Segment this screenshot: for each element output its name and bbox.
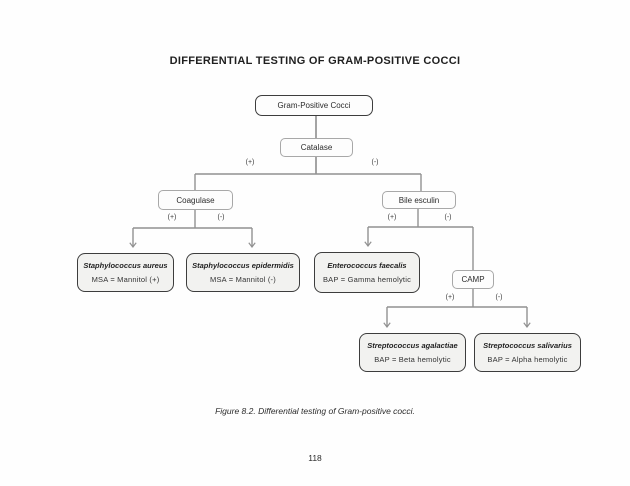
- organism-detail: BAP = Beta hemolytic: [374, 355, 451, 364]
- result-streptococcus-agalactiae: Streptococcus agalactiae BAP = Beta hemo…: [359, 333, 466, 372]
- result-staphylococcus-aureus: Staphylococcus aureus MSA = Mannitol (+): [77, 253, 174, 292]
- organism-name: Staphylococcus epidermidis: [192, 261, 294, 270]
- node-catalase: Catalase: [280, 138, 353, 157]
- branch-label-catalase-negative: (-): [371, 159, 379, 166]
- organism-detail: MSA = Mannitol (+): [91, 275, 160, 284]
- branch-label-bile-esculin-positive: (+): [387, 214, 397, 221]
- result-enterococcus-faecalis: Enterococcus faecalis BAP = Gamma hemoly…: [314, 252, 420, 293]
- organism-name: Streptococcus agalactiae: [367, 341, 458, 350]
- node-camp: CAMP: [452, 270, 494, 289]
- branch-label-bile-esculin-negative: (-): [444, 214, 452, 221]
- branch-label-coagulase-positive: (+): [167, 214, 177, 221]
- node-bile-esculin: Bile esculin: [382, 191, 456, 209]
- node-coagulase: Coagulase: [158, 190, 233, 210]
- organism-name: Streptococcus salivarius: [483, 341, 572, 350]
- organism-name: Staphylococcus aureus: [83, 261, 168, 270]
- organism-detail: BAP = Gamma hemolytic: [322, 275, 412, 284]
- organism-detail: MSA = Mannitol (-): [210, 275, 276, 284]
- branch-label-camp-positive: (+): [445, 294, 455, 301]
- page-number: 118: [308, 453, 322, 463]
- branch-label-camp-negative: (-): [495, 294, 503, 301]
- figure-caption: Figure 8.2. Differential testing of Gram…: [215, 406, 415, 416]
- page-title: DIFFERENTIAL TESTING OF GRAM-POSITIVE CO…: [169, 55, 461, 67]
- result-streptococcus-salivarius: Streptococcus salivarius BAP = Alpha hem…: [474, 333, 581, 372]
- organism-detail: BAP = Alpha hemolytic: [487, 355, 568, 364]
- organism-name: Enterococcus faecalis: [327, 261, 407, 270]
- node-gram-positive-cocci: Gram-Positive Cocci: [255, 95, 373, 116]
- branch-label-coagulase-negative: (-): [217, 214, 225, 221]
- result-staphylococcus-epidermidis: Staphylococcus epidermidis MSA = Mannito…: [186, 253, 300, 292]
- branch-label-catalase-positive: (+): [245, 159, 255, 166]
